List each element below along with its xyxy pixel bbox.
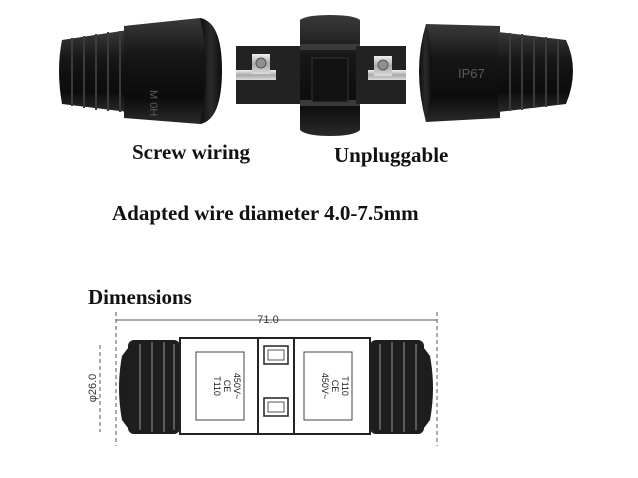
diameter-dimension-label: φ26.0: [87, 374, 99, 403]
caption-wire-diameter: Adapted wire diameter 4.0-7.5mm: [112, 201, 419, 225]
drawing-right-gland: [370, 340, 433, 434]
caption-unpluggable: Unpluggable: [334, 143, 449, 167]
drawing-center-coupling: [257, 337, 295, 435]
right-marking-voltage: 450V~: [320, 373, 330, 399]
caption-screw-wiring: Screw wiring: [132, 140, 251, 164]
middle-pluggable-core: [236, 15, 406, 136]
left-marking-t110: T110: [212, 376, 222, 396]
caption-dimensions: Dimensions: [88, 285, 192, 309]
left-connector-cap: M 0H: [59, 18, 222, 124]
left-marking-ce: CE: [222, 380, 232, 393]
dimension-drawing: 71.0 φ26.0 T110 CE 450V~ T110 CE 450V~: [87, 312, 438, 446]
right-marking-t110: T110: [340, 376, 350, 396]
connector-photo: M 0H IP67: [59, 15, 573, 136]
drawing-left-gland: [119, 340, 180, 434]
left-cap-embossed-text: M 0H: [147, 90, 159, 116]
left-marking-voltage: 450V~: [232, 373, 242, 399]
right-cap-embossed-text: IP67: [458, 66, 485, 81]
right-marking-ce: CE: [330, 380, 340, 393]
right-connector-cap: IP67: [419, 24, 573, 122]
length-dimension-label: 71.0: [257, 314, 278, 326]
